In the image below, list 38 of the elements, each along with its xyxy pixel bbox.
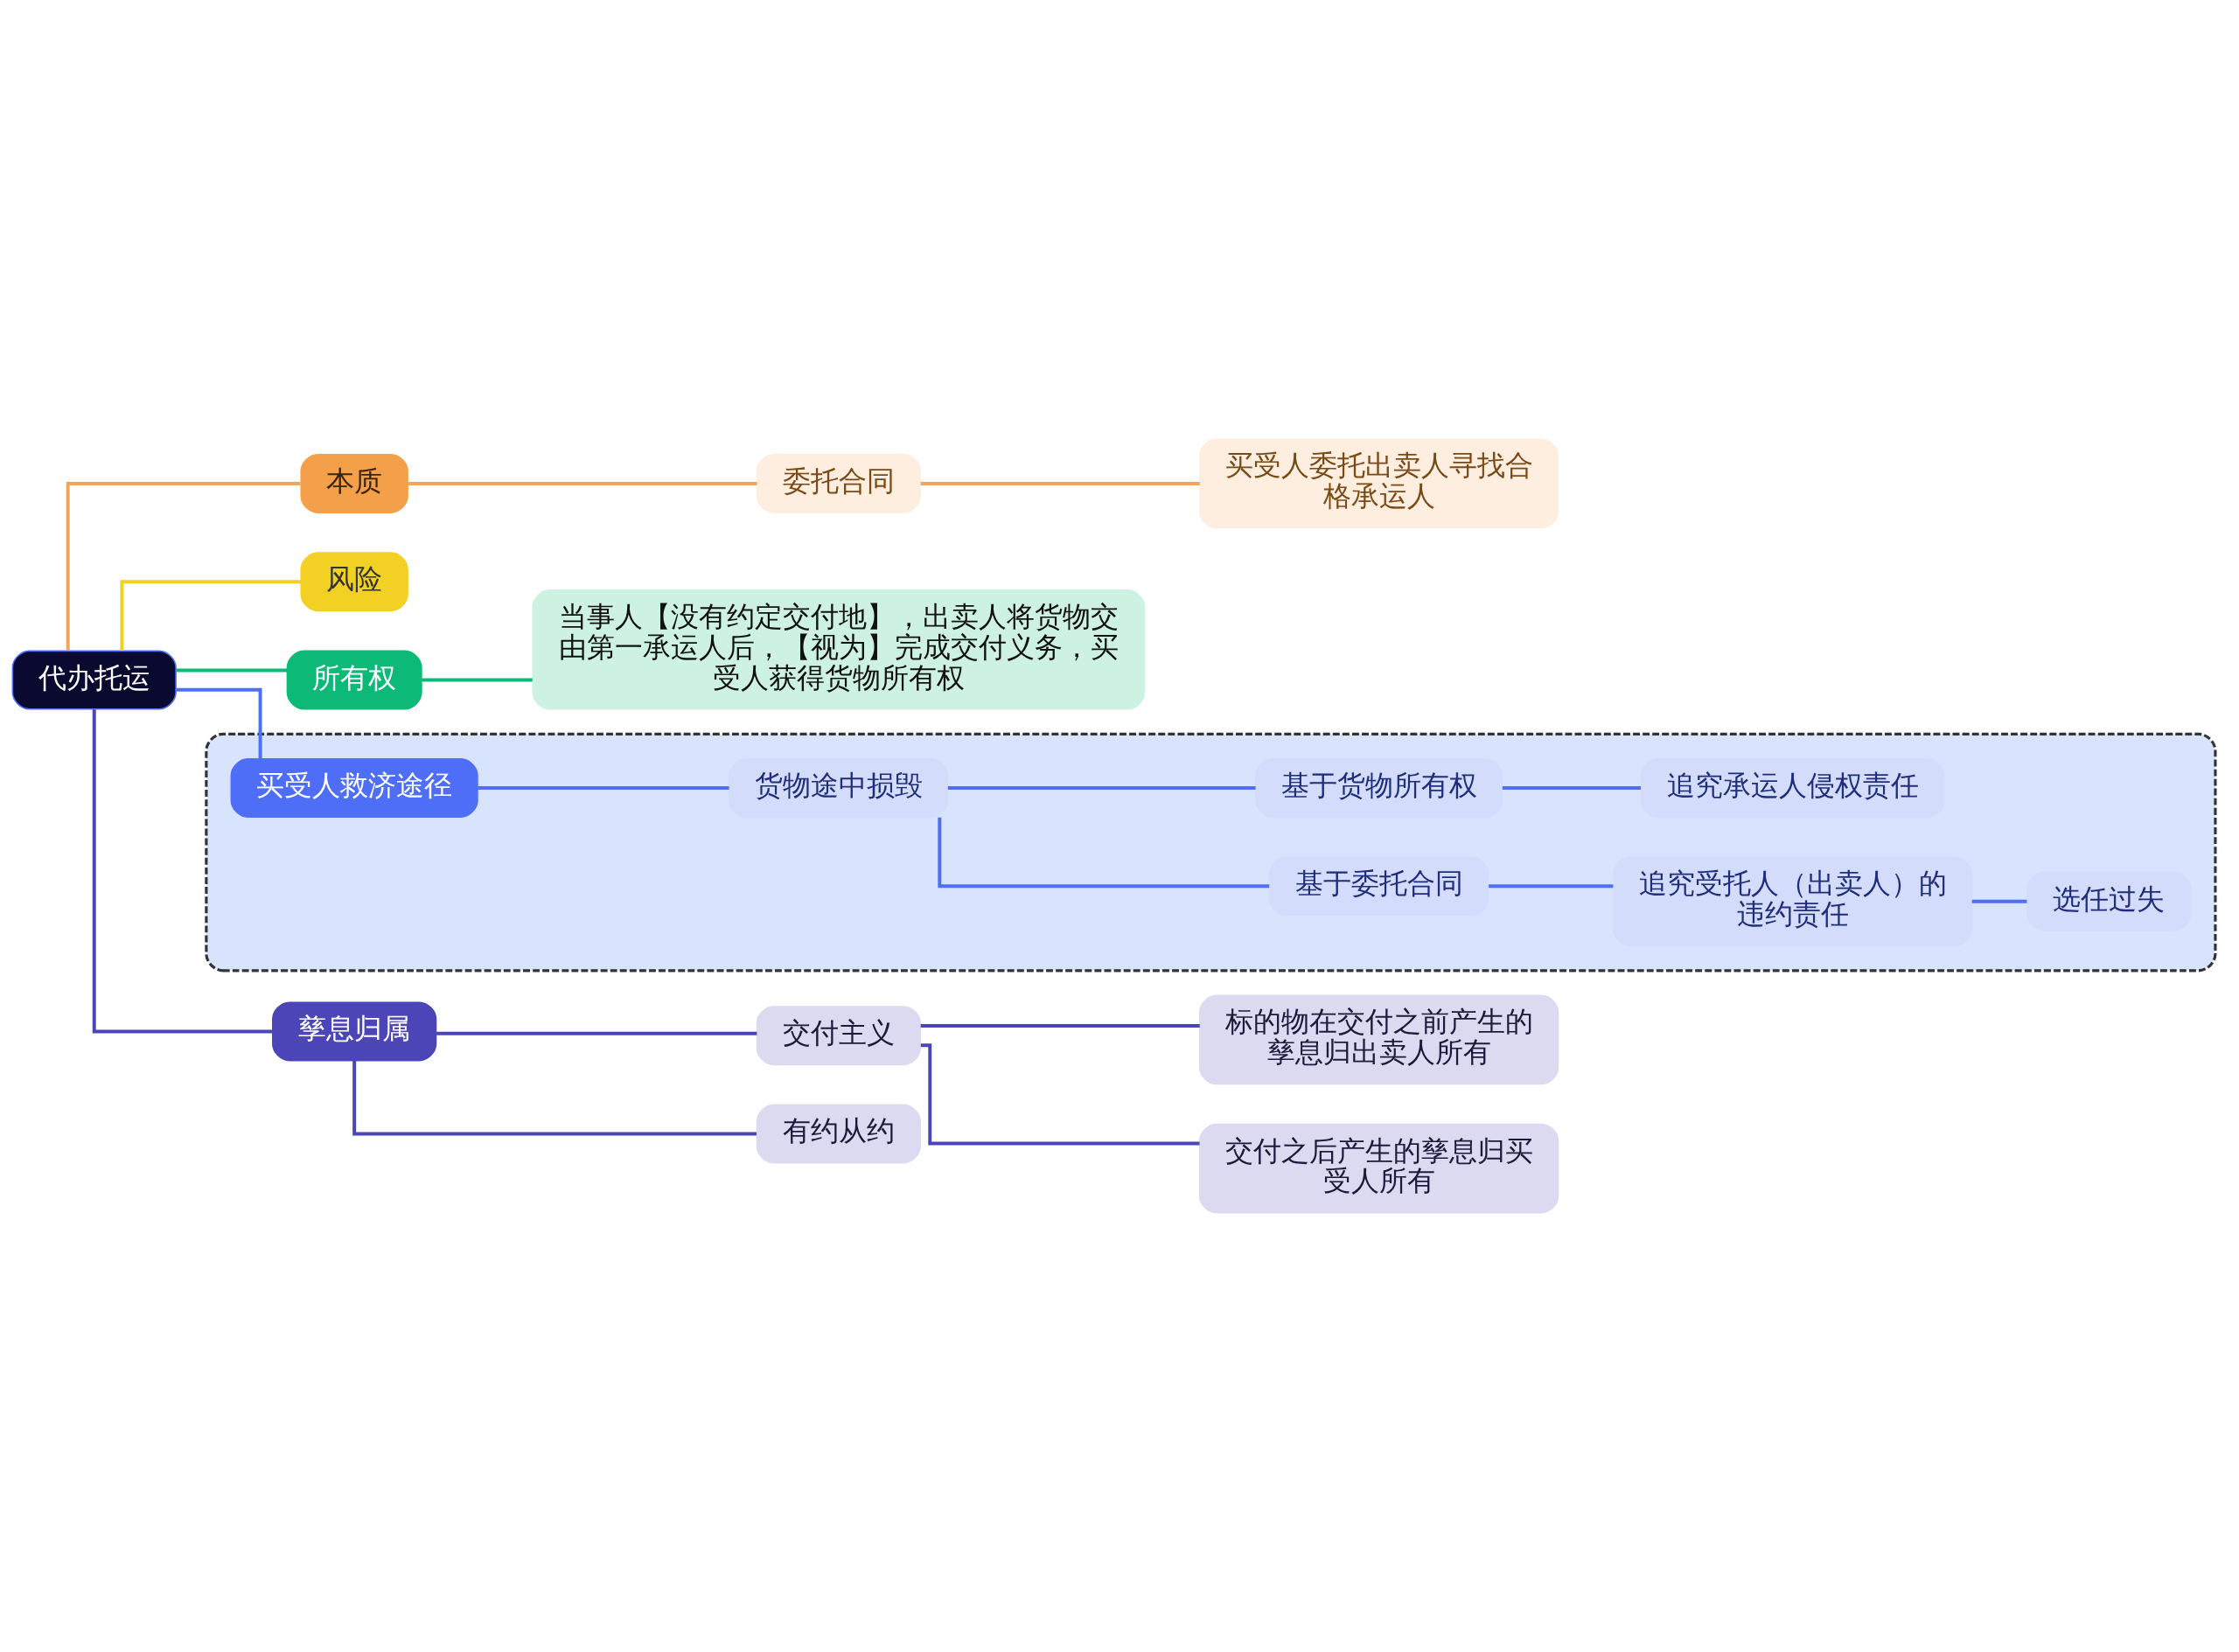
connector xyxy=(120,580,302,651)
node-box: 买受人救济途径 xyxy=(230,758,478,818)
connector xyxy=(1489,884,1614,889)
connector xyxy=(920,1043,1200,1146)
node-box: 标的物在交付之前产生的孳息归出卖人所有 xyxy=(1198,994,1559,1085)
node-box: 买受人委托出卖人寻找合格承运人 xyxy=(1198,438,1559,529)
connector xyxy=(938,817,1270,889)
connector xyxy=(478,786,729,790)
node-box: 交付之后产生的孳息归买受人所有 xyxy=(1198,1123,1559,1214)
cluster xyxy=(205,732,2217,972)
node-box: 货物途中损毁 xyxy=(729,758,949,818)
connector xyxy=(408,481,757,485)
node-box: 本质 xyxy=(300,453,408,513)
node-box: 代办托运 xyxy=(11,650,177,710)
connector xyxy=(66,481,301,651)
connector xyxy=(436,1031,757,1035)
node-box: 选任过失 xyxy=(2026,871,2192,931)
connector xyxy=(947,786,1256,790)
node-box: 追究受托人（出卖人）的违约责任 xyxy=(1613,856,1973,947)
node-box: 所有权 xyxy=(286,650,422,710)
connector xyxy=(176,668,288,673)
connector xyxy=(352,1060,757,1136)
node-box: 风险 xyxy=(300,552,408,612)
connector xyxy=(1502,786,1642,790)
connector xyxy=(422,678,533,682)
node-box: 孳息归属 xyxy=(272,1001,437,1062)
node-box: 当事人【没有约定交付地】，出卖人将货物交由第一承运人后，【视为】完成交付义务，买受人获得货物所有权 xyxy=(532,589,1146,710)
node-box: 追究承运人侵权责任 xyxy=(1640,758,1945,818)
connector xyxy=(1971,899,2027,903)
node-box: 基于货物所有权 xyxy=(1255,758,1503,818)
node-box: 委托合同 xyxy=(756,453,921,513)
node-box: 基于委托合同 xyxy=(1268,856,1489,917)
connector xyxy=(920,481,1200,485)
connector xyxy=(920,1024,1200,1028)
connector xyxy=(176,687,262,759)
node-box: 交付主义 xyxy=(756,1006,921,1066)
node-box: 有约从约 xyxy=(756,1104,921,1164)
connector xyxy=(92,709,273,1034)
